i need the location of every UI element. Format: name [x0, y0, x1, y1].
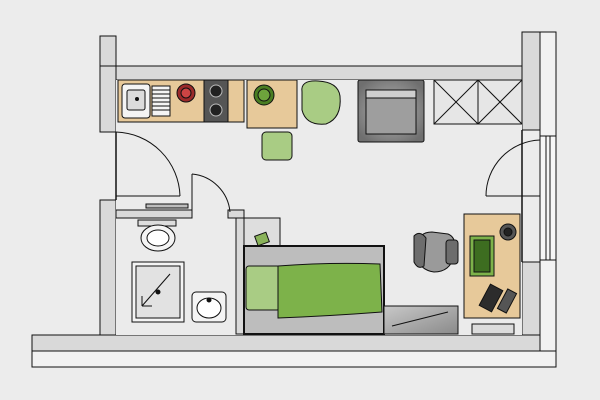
keyboard-icon	[478, 283, 504, 313]
top-wall	[99, 65, 523, 81]
left-wall-upper	[99, 65, 117, 133]
toilet	[137, 219, 177, 252]
entrance-door	[115, 131, 181, 200]
radiator	[471, 323, 515, 335]
outer-bottom-frame	[31, 350, 557, 368]
towel-rail	[145, 203, 189, 209]
bed	[243, 245, 385, 335]
balcony-door	[485, 130, 541, 262]
bathroom-door	[191, 173, 231, 216]
dining-table	[246, 79, 298, 129]
stool	[261, 131, 293, 161]
armchair	[357, 79, 425, 143]
kitchen	[117, 79, 245, 123]
wardrobe	[433, 79, 523, 125]
book-icon	[254, 231, 270, 247]
drainboard	[151, 85, 171, 117]
shower	[131, 261, 185, 323]
window	[539, 135, 557, 261]
desk	[463, 213, 521, 319]
right-wall-lower	[521, 261, 541, 343]
left-wall-lower	[99, 199, 117, 336]
top-wall-right-stub	[521, 31, 541, 131]
walls	[31, 31, 557, 368]
office-chair	[413, 231, 459, 273]
stool-2	[301, 80, 341, 125]
blanket	[277, 262, 383, 319]
bench	[383, 305, 459, 335]
bottom-wall	[31, 334, 541, 352]
washbasin	[191, 291, 227, 323]
